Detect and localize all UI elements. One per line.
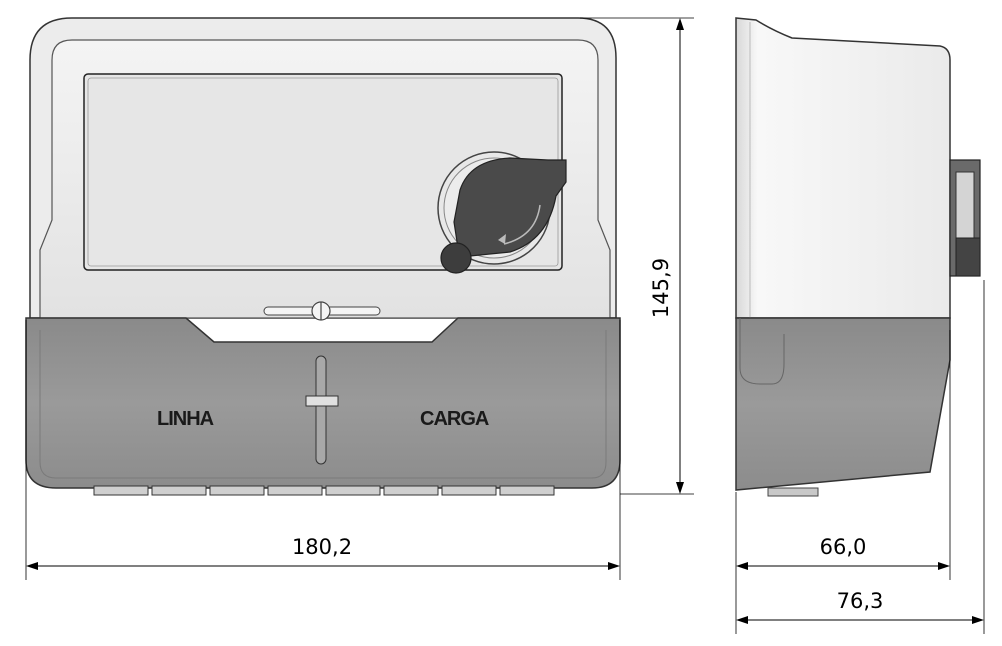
dimension-depth-total: 76,3 — [837, 589, 884, 613]
dimension-lines: 145,9 180,2 66,0 76,3 — [25, 17, 985, 634]
front-view: LINHA CARGA — [25, 17, 621, 496]
rotary-switch — [437, 151, 567, 274]
dimension-height: 145,9 — [649, 258, 673, 318]
terminal — [151, 485, 207, 496]
side-upper-shell — [735, 17, 951, 319]
terminal-row — [93, 485, 555, 496]
terminal — [499, 485, 555, 496]
dimension-depth-body: 66,0 — [820, 535, 867, 559]
seal-slot — [263, 301, 381, 321]
terminal — [209, 485, 265, 496]
label-carga: CARGA — [420, 408, 489, 430]
side-lower-shell — [735, 317, 951, 491]
terminal — [325, 485, 381, 496]
center-divider — [305, 355, 339, 465]
terminal — [93, 485, 149, 496]
terminal — [267, 485, 323, 496]
label-linha: LINHA — [157, 408, 214, 430]
dimension-width: 180,2 — [292, 535, 352, 559]
side-connector — [949, 159, 981, 277]
terminal — [383, 485, 439, 496]
side-terminal — [767, 487, 819, 497]
side-view — [735, 17, 981, 497]
terminal — [441, 485, 497, 496]
